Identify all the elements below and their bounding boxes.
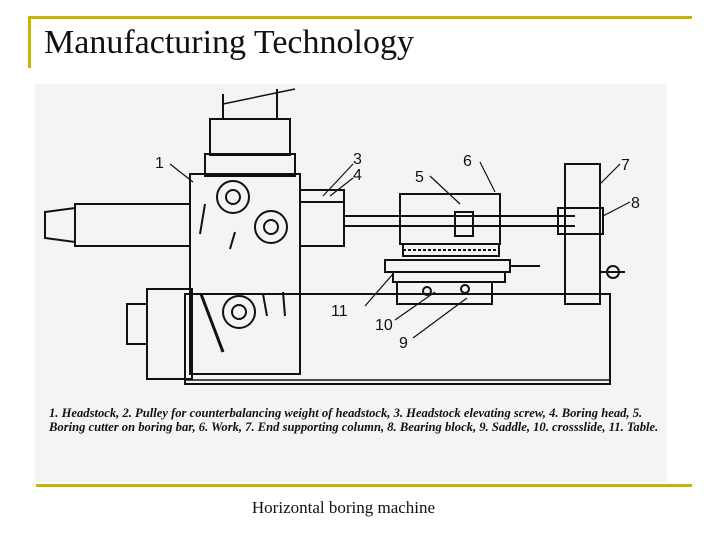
callout-3: 3 — [353, 151, 362, 168]
dial-upper — [216, 180, 250, 214]
title-frame-left-rule — [28, 16, 31, 68]
saddle — [396, 281, 493, 305]
headstock-top — [204, 153, 296, 177]
slide-caption: Horizontal boring machine — [251, 498, 436, 517]
callout-6: 6 — [463, 153, 472, 170]
title-frame-top-rule — [28, 16, 692, 19]
callout-8: 8 — [631, 195, 640, 212]
callout-7: 7 — [621, 157, 630, 174]
headstock-column — [189, 173, 301, 375]
work-piece — [399, 193, 501, 245]
figure-legend: 1. Headstock, 2. Pulley for counterbalan… — [49, 406, 659, 434]
boring-head — [299, 189, 345, 247]
callout-10: 10 — [375, 317, 393, 334]
dial-middle — [254, 210, 288, 244]
machine-bed — [184, 293, 611, 385]
callout-9: 9 — [399, 335, 408, 352]
pulley-housing — [209, 118, 291, 156]
callout-1: 1 — [155, 155, 164, 172]
handwheel-lower — [126, 303, 148, 345]
boring-machine-drawing: 1 3 4 5 6 7 8 9 10 11 — [44, 88, 640, 385]
bottom-rule — [36, 484, 692, 487]
bearing-block — [557, 207, 604, 235]
boring-cutter — [454, 211, 474, 237]
callout-4: 4 — [353, 167, 362, 184]
callout-11: 11 — [331, 303, 348, 320]
callout-5: 5 — [415, 169, 424, 186]
crossslide — [392, 271, 506, 283]
spindle-nose — [44, 206, 76, 244]
dial-lower — [222, 295, 256, 329]
spindle-sleeve — [74, 203, 191, 247]
boring-machine-figure: 1 3 4 5 6 7 8 9 10 11 1. Headstock, 2. P… — [35, 84, 667, 482]
table — [384, 259, 511, 273]
slide-title: Manufacturing Technology — [44, 24, 414, 61]
